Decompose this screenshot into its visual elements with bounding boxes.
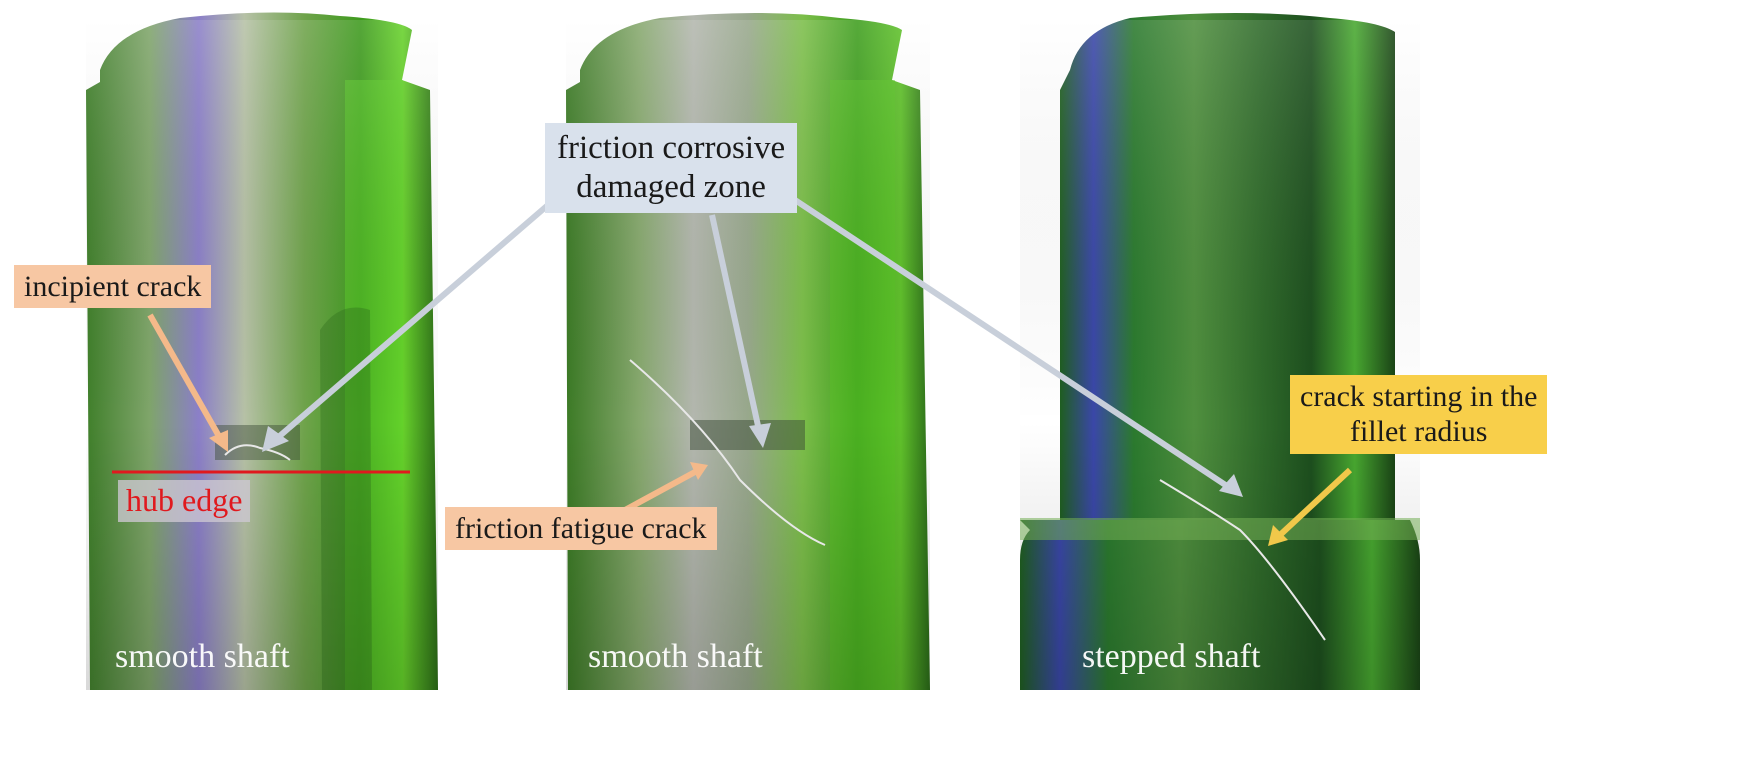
- fillet-crack-label: crack starting in the fillet radius: [1290, 375, 1548, 454]
- shaft-2: [566, 13, 930, 690]
- shaft-1: [86, 12, 438, 690]
- shaft-3: [1020, 13, 1420, 690]
- friction-corrosive-line-2: damaged zone: [576, 168, 766, 205]
- panel-2-caption: smooth shaft: [588, 638, 763, 675]
- panel-1-caption: smooth shaft: [115, 638, 290, 675]
- annotation-arrows: [147, 197, 1353, 546]
- friction-corrosive-line-1: friction corrosive: [557, 130, 786, 166]
- panel-3-caption: stepped shaft: [1082, 638, 1261, 675]
- fillet-crack-line-2: fillet radius: [1349, 415, 1488, 449]
- fillet-crack-line-1: crack starting in the: [1300, 380, 1538, 413]
- incipient-crack-label: incipient crack: [14, 265, 212, 309]
- friction-corrosive-label: friction corrosive damaged zone: [545, 123, 798, 213]
- friction-fatigue-crack-label: friction fatigue crack: [445, 507, 717, 551]
- hub-edge-label: hub edge: [118, 480, 251, 522]
